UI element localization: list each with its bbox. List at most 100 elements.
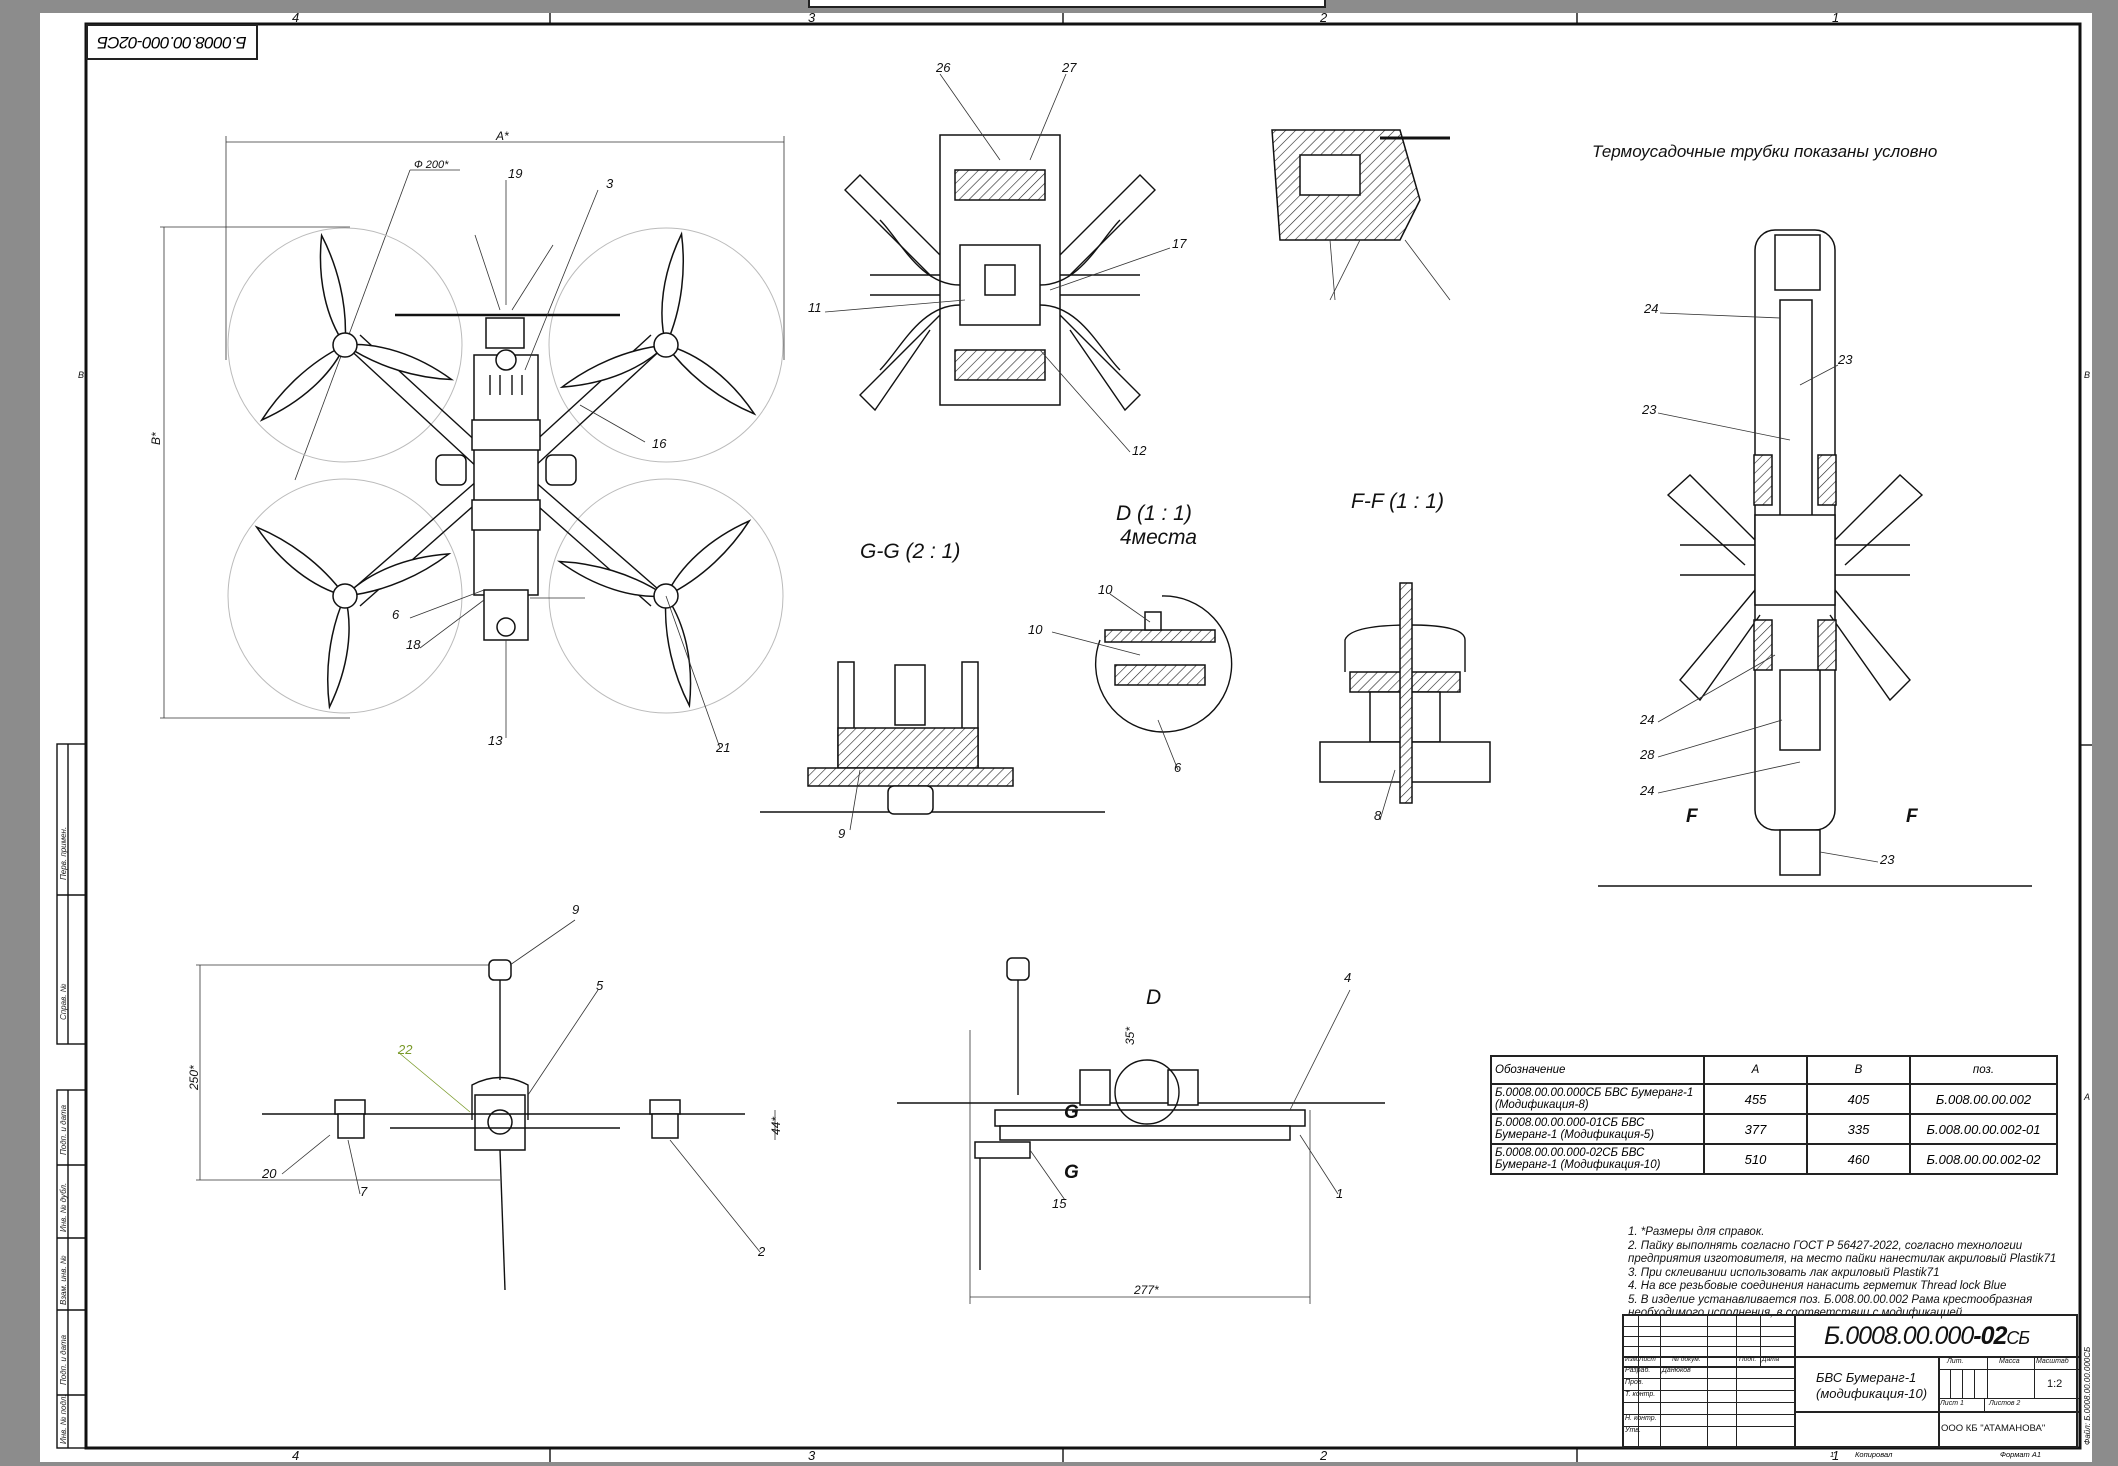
dim-diameter-label: Ф 200* xyxy=(414,159,449,171)
zone-bottom-4: 4 xyxy=(292,1448,299,1463)
zone-top-4: 4 xyxy=(292,10,299,25)
rotated-stamp-box: Б.0008.00.000-02СБ xyxy=(86,24,258,60)
propeller-blade xyxy=(319,232,347,348)
cell-designation: Б.0008.00.00.000-02СБ БВС Бумеранг-1 (Мо… xyxy=(1490,1143,1705,1175)
sheet-number: Лист 1 xyxy=(1940,1400,1964,1407)
section-mark-f-left: F xyxy=(1686,806,1699,827)
callout-26: 26 xyxy=(935,60,951,75)
strip-label-podp-data-1: Подп. и дата xyxy=(59,1104,68,1155)
col-doc-num: № докум. xyxy=(1672,1356,1701,1363)
callout-18: 18 xyxy=(406,637,421,652)
cell-a: 377 xyxy=(1703,1113,1808,1145)
section-ff-title: F-F (1 : 1) xyxy=(1351,490,1444,513)
callout-4: 4 xyxy=(1344,970,1351,985)
dim-width-label: 277* xyxy=(1133,1283,1159,1297)
side-view-middle: 277* 35* xyxy=(897,957,1385,1304)
header-pos: поз. xyxy=(1909,1055,2058,1085)
callout-27: 27 xyxy=(1061,60,1077,75)
note-line: 2. Пайку выполнять согласно ГОСТ Р 56427… xyxy=(1628,1239,2023,1252)
callout-12: 12 xyxy=(1132,443,1147,458)
section-gg-title: G-G (2 : 1) xyxy=(860,540,960,563)
propeller-blade xyxy=(342,343,455,381)
callout-23b: 23 xyxy=(1641,402,1657,417)
note-line: 1. *Размеры для справок. xyxy=(1628,1226,1765,1238)
strip-label-perv-primen: Перв. примен. xyxy=(59,826,68,880)
product-name-line2: (модификация-10) xyxy=(1816,1386,1928,1401)
zone-ruler xyxy=(549,13,2092,1462)
role-checked: Пров. xyxy=(1625,1379,1644,1386)
callout-23c: 23 xyxy=(1879,852,1895,867)
col-izm: Изм. xyxy=(1625,1356,1639,1363)
cell-pos: Б.008.00.00.002 xyxy=(1909,1083,2058,1115)
strip-label-podp-data-2: Подп. и дата xyxy=(59,1334,68,1385)
title-block: Изм. Лист № докум. Подп. Дата Разраб. Да… xyxy=(1622,1314,2079,1448)
callout-5: 5 xyxy=(596,978,604,993)
sheet-frame xyxy=(84,22,2082,1450)
propeller-blade xyxy=(254,525,347,598)
section-mark-g-top: G xyxy=(1064,1102,1079,1123)
cell-a: 510 xyxy=(1703,1143,1808,1175)
callout-21: 21 xyxy=(715,740,730,755)
section-ff-view xyxy=(1319,582,1491,821)
heat-shrink-note: Термоусадочные трубки показаны условно xyxy=(1592,142,1938,161)
header-b: B xyxy=(1806,1055,1911,1085)
dim-b-label: B* xyxy=(149,432,163,445)
propeller xyxy=(559,231,757,416)
lit-label: Лит. xyxy=(1947,1358,1964,1365)
role-tech-control: Т. контр. xyxy=(1625,1391,1656,1398)
callout-3: 3 xyxy=(606,176,614,191)
cell-b: 460 xyxy=(1806,1143,1911,1175)
callout-13: 13 xyxy=(488,733,503,748)
note-line: 5. В изделие устанавливается поз. Б.008.… xyxy=(1628,1293,2033,1306)
cell-pos: Б.008.00.00.002-01 xyxy=(1909,1113,2058,1145)
zone-left-b: B xyxy=(78,370,84,380)
cell-designation: Б.0008.00.00.000-01СБ БВС Бумеранг-1 (Мо… xyxy=(1490,1113,1705,1145)
drawing-designation: Б.0008.00.000-02СБ xyxy=(1824,1322,2030,1351)
electronics-detail-view: 26 27 11 17 12 xyxy=(808,60,1187,458)
col-sign: Подп. xyxy=(1739,1356,1757,1363)
detail-d-title: D (1 : 1) xyxy=(1116,502,1192,525)
col-list: Лист xyxy=(1639,1356,1656,1363)
propeller-blade xyxy=(664,519,752,598)
note-line: 3. При склеивании использовать лак акрил… xyxy=(1628,1266,1940,1279)
detail-d-view xyxy=(1051,593,1233,771)
file-code: Файл: Б.0008.00.00.000СБ xyxy=(2083,1347,2092,1445)
cell-b: 405 xyxy=(1806,1083,1911,1115)
callout-22: 22 xyxy=(397,1042,413,1057)
callout-7: 7 xyxy=(360,1184,368,1199)
header-designation: Обозначение xyxy=(1490,1055,1705,1085)
header-a: A xyxy=(1703,1055,1808,1085)
right-frame-view: 24 23 23 24 28 24 23 F F xyxy=(1598,229,2032,887)
strip-label-inv-podl: Инв. № подл. xyxy=(59,1394,68,1444)
dim-height-label: 250* xyxy=(187,1065,201,1091)
zone-top-3: 3 xyxy=(808,10,816,25)
footer-format: Формат А1 xyxy=(2000,1450,2042,1459)
callout-23: 23 xyxy=(1837,352,1853,367)
strip-label-sprav: Справ. № xyxy=(59,983,68,1020)
propeller-blade xyxy=(664,593,692,709)
zone-right-b: B xyxy=(2084,370,2090,380)
previous-sheet-edge xyxy=(808,0,1326,8)
propeller-blade xyxy=(326,593,350,710)
strip-label-vzam-inv: Взам. инв. № xyxy=(59,1255,68,1305)
modification-table: Обозначение A B поз. Б.0008.00.00.000СБ … xyxy=(1490,1055,2058,1175)
designation-main: Б.0008.00.000 xyxy=(1824,1322,1974,1350)
zone-right-a: A xyxy=(2083,1092,2090,1102)
callout-2: 2 xyxy=(757,1244,766,1259)
callout-6: 6 xyxy=(392,607,400,622)
zone-bottom-3: 3 xyxy=(808,1448,816,1463)
camera-mount-section xyxy=(1271,129,1451,301)
designation-tail: СБ xyxy=(2006,1328,2030,1348)
zone-bottom-2: 2 xyxy=(1319,1448,1328,1463)
zone-top-2: 2 xyxy=(1319,10,1328,25)
callout-19: 19 xyxy=(508,166,522,181)
col-date: Дата xyxy=(1762,1356,1780,1363)
note-line: предприятия изготовителя, на место пайки… xyxy=(1628,1253,2057,1265)
propeller-blade xyxy=(259,343,347,422)
dim-angle-label: 35* xyxy=(1123,1027,1137,1045)
rotated-stamp-code: Б.0008.00.000-02СБ xyxy=(97,33,247,52)
designation-suffix: -02 xyxy=(1973,1322,2007,1350)
mass-label: Масса xyxy=(1999,1358,2020,1365)
cell-pos: Б.008.00.00.002-02 xyxy=(1909,1143,2058,1175)
cell-a: 455 xyxy=(1703,1083,1808,1115)
